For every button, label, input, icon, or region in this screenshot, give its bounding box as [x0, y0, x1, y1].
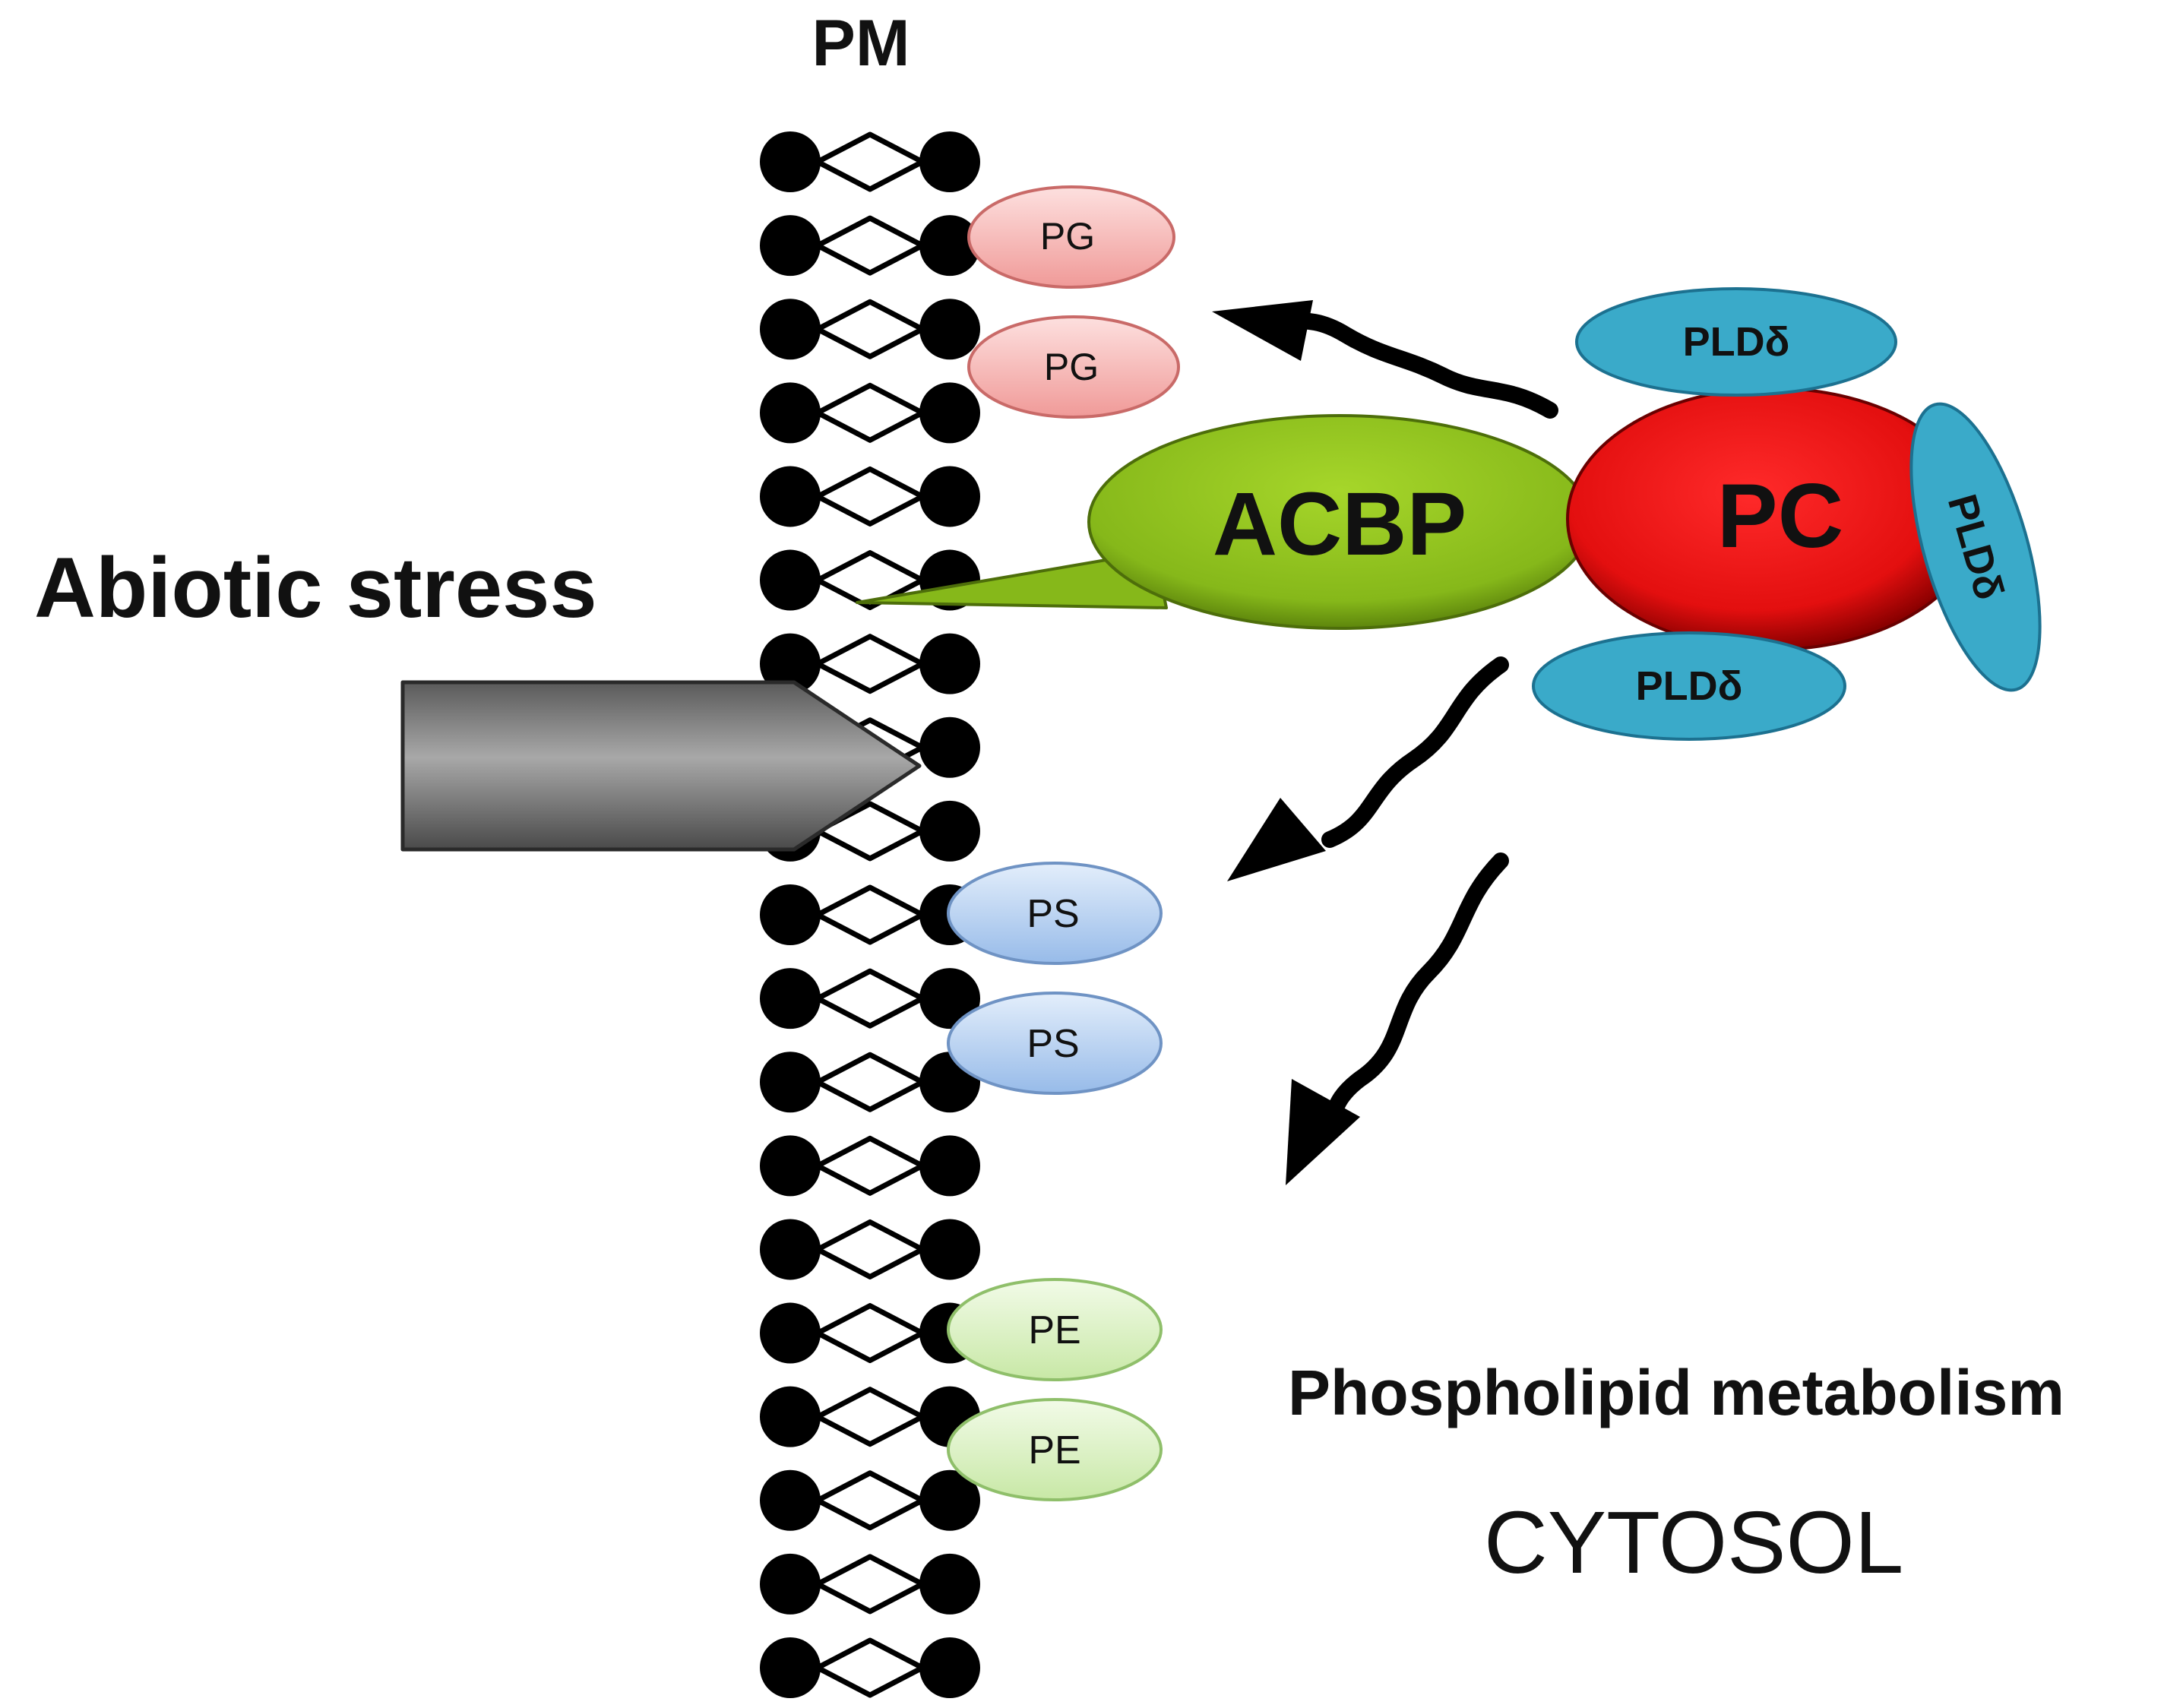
- lipid-ps-1-label: PS: [1027, 892, 1079, 936]
- head-group-inner: [919, 131, 980, 192]
- pld-delta-right: PLDδ: [1909, 402, 2042, 692]
- head-group-outer: [760, 131, 821, 192]
- head-group-outer: [760, 1553, 821, 1615]
- head-group-outer: [760, 1637, 821, 1698]
- phospholipid-pair: [760, 968, 980, 1030]
- head-group-inner: [919, 1219, 980, 1280]
- phospholipid-pair: [760, 633, 980, 694]
- lipid-ps-2-label: PS: [1027, 1022, 1079, 1066]
- lipid-pe-1-label: PE: [1028, 1308, 1080, 1352]
- head-group-outer: [760, 1469, 821, 1531]
- head-group-outer: [760, 549, 821, 611]
- phospholipid-pair: [760, 215, 980, 277]
- pld-delta-bottom: PLDδ: [1532, 631, 1846, 741]
- head-group-outer: [760, 884, 821, 945]
- lipid-pe-2-label: PE: [1028, 1428, 1080, 1472]
- signal-arrow-to-pg: [1212, 300, 1558, 419]
- phospholipid-metabolism-label: Phospholipid metabolism: [1288, 1357, 2064, 1428]
- cytosol-label: CYTOSOL: [1484, 1493, 1903, 1592]
- abiotic-stress-label: Abiotic stress: [34, 540, 597, 635]
- signal-arrow-to-ps: [1227, 656, 1509, 881]
- head-group-inner: [919, 1553, 980, 1615]
- phospholipid-pair: [760, 299, 980, 360]
- lipid-ps-1: PS: [947, 862, 1163, 965]
- lipid-pg-2: PG: [967, 315, 1180, 419]
- head-group-outer: [760, 1219, 821, 1280]
- phospholipid-pair: [760, 1469, 980, 1531]
- head-group-outer: [760, 299, 821, 360]
- phospholipid-pair: [760, 382, 980, 444]
- head-group-outer: [760, 1386, 821, 1447]
- head-group-inner: [919, 1469, 980, 1531]
- head-group-inner: [919, 1135, 980, 1197]
- pld-delta-top: PLDδ: [1575, 287, 1897, 397]
- head-group-inner: [919, 1637, 980, 1698]
- phospholipid-pair: [760, 1052, 980, 1113]
- head-group-inner: [919, 382, 980, 444]
- lipid-ps-2: PS: [947, 992, 1163, 1095]
- head-group-inner: [919, 716, 980, 778]
- phospholipid-pair: [760, 1553, 980, 1615]
- lipid-pe-1: PE: [947, 1278, 1163, 1381]
- plasma-membrane-bilayer: [760, 131, 980, 1698]
- head-group-inner: [919, 299, 980, 360]
- head-group-inner: [919, 633, 980, 694]
- head-group-outer: [760, 968, 821, 1030]
- lipid-pg-1-label: PG: [1040, 215, 1095, 258]
- signal-arrow-to-cytosol: [1286, 852, 1509, 1185]
- head-group-outer: [760, 215, 821, 277]
- pld-delta-top-label: PLDδ: [1683, 319, 1790, 365]
- phospholipid-pair: [760, 1386, 980, 1447]
- phospholipid-pair: [760, 131, 980, 192]
- acbp-label: ACBP: [1213, 474, 1466, 574]
- phospholipid-pair: [760, 1135, 980, 1197]
- lipid-pg-1: PG: [967, 185, 1175, 289]
- pc-label: PC: [1717, 465, 1844, 567]
- head-group-outer: [760, 466, 821, 527]
- abiotic-stress-arrow: [400, 680, 922, 852]
- plasma-membrane-label: PM: [812, 7, 910, 80]
- head-group-outer: [760, 633, 821, 694]
- head-group-inner: [919, 800, 980, 862]
- head-group-inner: [919, 968, 980, 1030]
- lipid-pg-2-label: PG: [1044, 346, 1099, 388]
- pc-complex: PC PLDδ PLDδ PLDδ: [1532, 287, 2042, 741]
- pld-delta-bottom-label: PLDδ: [1636, 663, 1743, 709]
- head-group-outer: [760, 1135, 821, 1197]
- lipid-pe-2: PE: [947, 1398, 1163, 1501]
- phospholipid-pair: [760, 1219, 980, 1280]
- head-group-inner: [919, 215, 980, 277]
- head-group-inner: [919, 466, 980, 527]
- phospholipid-pair: [760, 466, 980, 527]
- head-group-outer: [760, 382, 821, 444]
- head-group-outer: [760, 1052, 821, 1113]
- phospholipid-pair: [760, 1637, 980, 1698]
- head-group-outer: [760, 1302, 821, 1364]
- acbp-protein: ACBP: [856, 414, 1592, 630]
